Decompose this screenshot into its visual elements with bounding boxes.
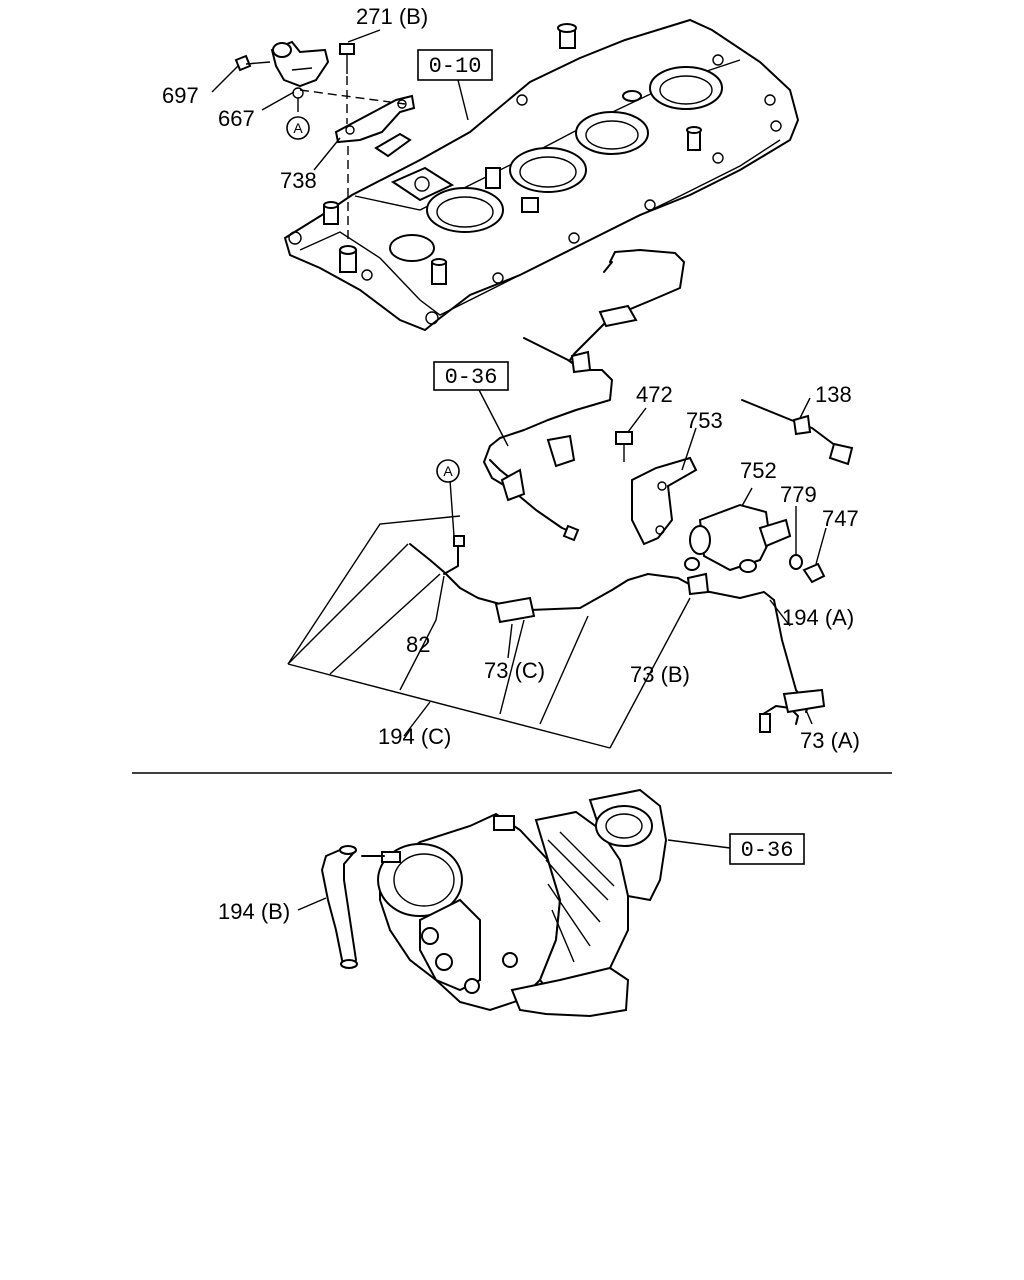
callout-a-mid-text: A bbox=[443, 463, 453, 479]
label-194a: 194 (A) bbox=[782, 605, 854, 630]
label-73b: 73 (B) bbox=[630, 662, 690, 687]
solenoid-valve-group bbox=[615, 399, 854, 584]
callout-a-mid: A bbox=[436, 459, 460, 483]
label-667: 667 bbox=[218, 106, 255, 131]
ref-0-10-text: 0-10 bbox=[429, 54, 482, 79]
cylinder-head-cover bbox=[283, 18, 800, 332]
turbocharger bbox=[297, 788, 731, 1018]
label-82: 82 bbox=[406, 632, 430, 657]
label-747: 747 bbox=[822, 506, 859, 531]
leader-lines bbox=[211, 29, 827, 749]
ref-0-36-bottom-text: 0-36 bbox=[741, 838, 794, 863]
callout-a-top: A bbox=[286, 116, 310, 140]
label-752: 752 bbox=[740, 458, 777, 483]
label-73c: 73 (C) bbox=[484, 658, 545, 683]
ref-box-0-36-top: 0-36 bbox=[433, 361, 509, 391]
sensor-bracket-group bbox=[234, 40, 416, 240]
label-738: 738 bbox=[280, 168, 317, 193]
label-73a: 73 (A) bbox=[800, 728, 860, 753]
label-753: 753 bbox=[686, 408, 723, 433]
label-194b: 194 (B) bbox=[218, 899, 290, 924]
ref-box-0-10: 0-10 bbox=[417, 49, 493, 81]
hose-routing bbox=[409, 535, 826, 733]
ref-box-0-36-bottom: 0-36 bbox=[729, 833, 805, 865]
label-271b: 271 (B) bbox=[356, 4, 428, 29]
pipe-assembly bbox=[483, 249, 685, 542]
label-194c: 194 (C) bbox=[378, 724, 451, 749]
ref-0-36-top-text: 0-36 bbox=[445, 365, 498, 390]
callout-a-top-text: A bbox=[293, 120, 303, 136]
label-779: 779 bbox=[780, 482, 817, 507]
label-472: 472 bbox=[636, 382, 673, 407]
label-697: 697 bbox=[162, 83, 199, 108]
label-138: 138 bbox=[815, 382, 852, 407]
